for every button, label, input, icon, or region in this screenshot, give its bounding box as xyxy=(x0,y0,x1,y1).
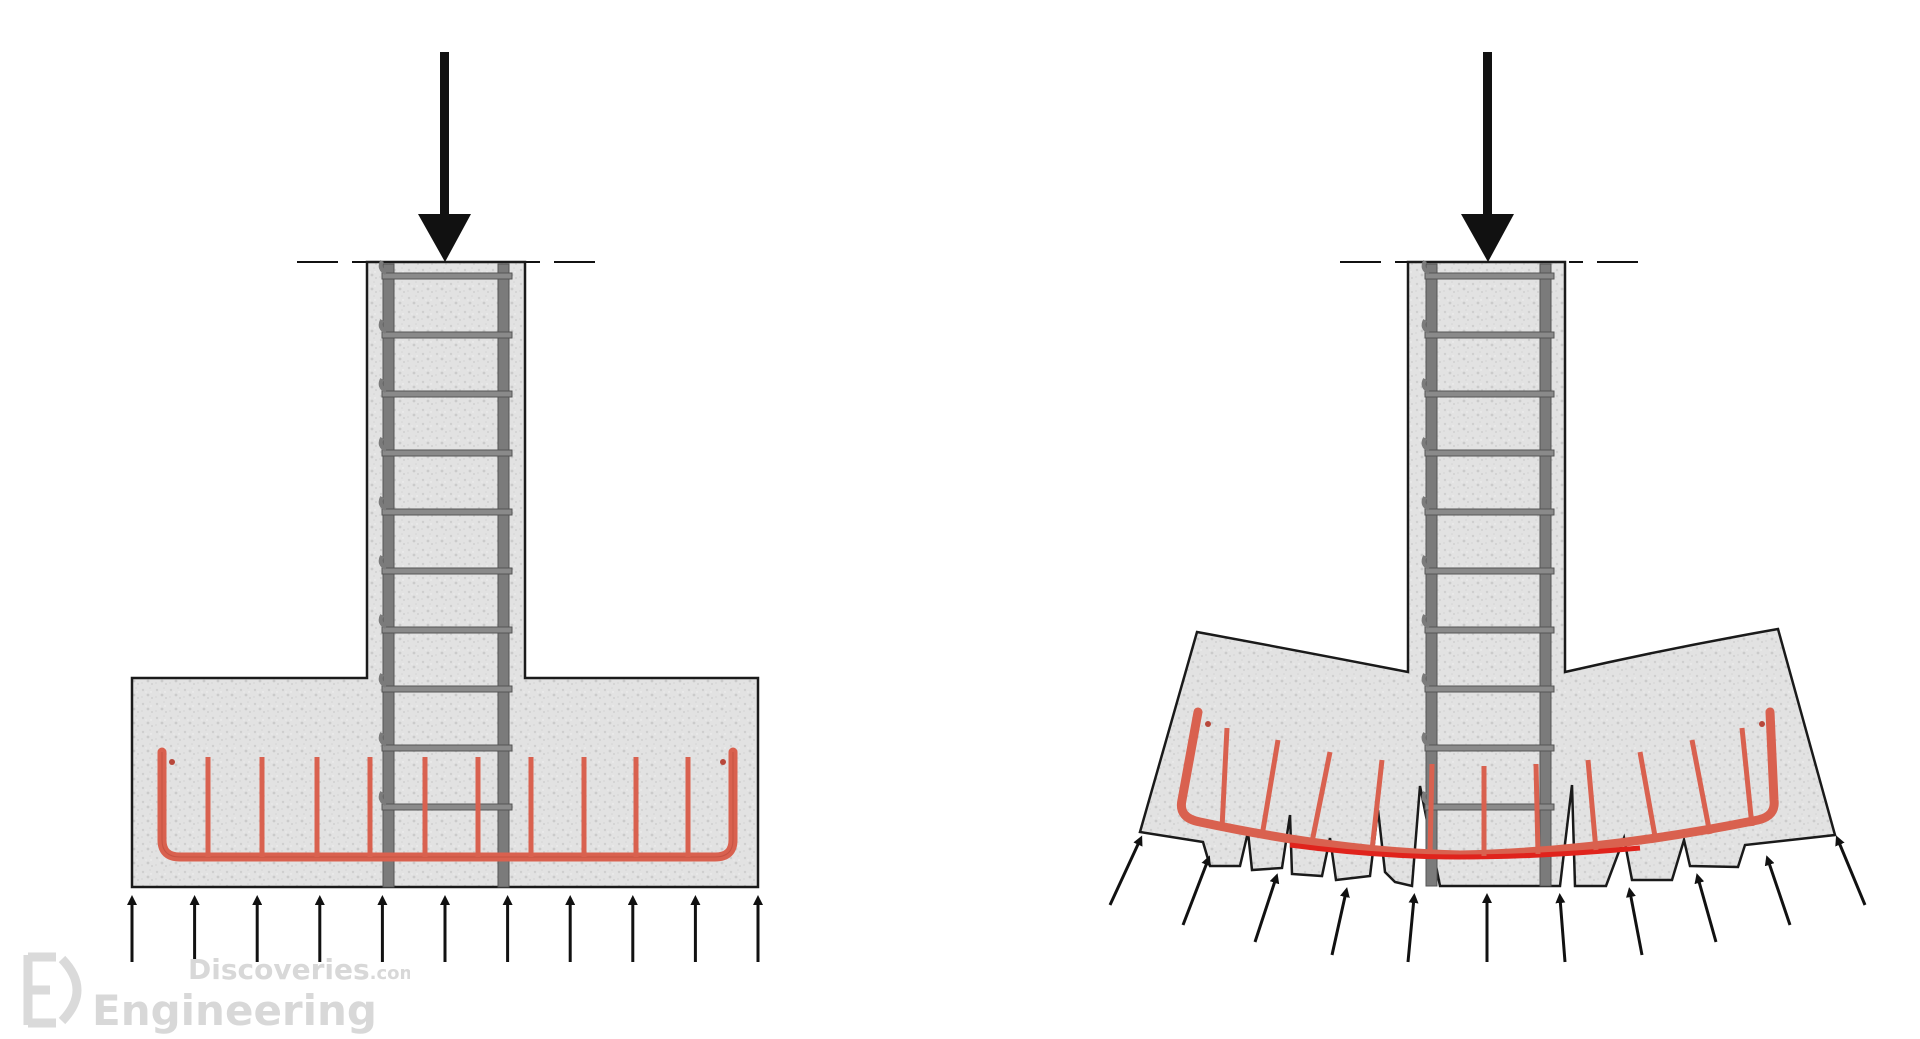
soil-arrow xyxy=(1181,855,1211,926)
distribution-bar xyxy=(1219,727,1230,829)
tie-hook xyxy=(1421,260,1430,275)
column-tie xyxy=(381,685,513,693)
column-tie xyxy=(1424,449,1555,457)
soil-pressure-arrows-inclined xyxy=(1108,835,1867,963)
soil-arrow xyxy=(1764,855,1792,926)
distribution-bar xyxy=(1739,727,1755,827)
distribution-bar xyxy=(1585,759,1599,851)
tie-hook xyxy=(1421,496,1430,511)
column-tie xyxy=(1424,744,1555,752)
column-load-arrow xyxy=(1461,52,1514,262)
tie-hook xyxy=(378,791,387,806)
main-rebar-tension-zone xyxy=(1289,842,1641,860)
column-tie xyxy=(1424,272,1555,280)
tie-hook xyxy=(378,673,387,688)
column-vertical-bars xyxy=(382,263,510,888)
distribution-bar xyxy=(1427,763,1435,855)
column-tie xyxy=(381,449,513,457)
column-tie xyxy=(381,803,513,811)
distribution-bars xyxy=(1219,727,1755,856)
column-tie xyxy=(1424,390,1555,398)
column-tie xyxy=(381,744,513,752)
distribution-bar xyxy=(1533,763,1541,855)
soil-pressure-arrows xyxy=(127,895,763,962)
column-tie xyxy=(381,331,513,339)
tie-hook xyxy=(378,437,387,452)
column-load-arrow xyxy=(418,52,471,262)
column-tie xyxy=(1424,508,1555,516)
tie-hook xyxy=(378,378,387,393)
soil-arrow xyxy=(1253,873,1280,943)
column-tie xyxy=(381,626,513,634)
tie-hook xyxy=(1421,732,1430,747)
watermark-brand-top: Discoveries.com xyxy=(188,953,410,986)
tie-hook xyxy=(1421,791,1430,806)
tie-hook xyxy=(378,732,387,747)
column-vertical-bars xyxy=(1425,263,1552,887)
watermark-brand-bottom: Engineering xyxy=(92,986,377,1035)
distribution-bars xyxy=(205,757,691,857)
column-tie xyxy=(381,390,513,398)
tie-hook xyxy=(1421,378,1430,393)
soil-arrow xyxy=(1694,873,1718,943)
distribution-bar xyxy=(1689,739,1713,835)
column-ties xyxy=(1421,260,1555,811)
distribution-bar xyxy=(1637,751,1659,843)
ed-logo-icon xyxy=(23,952,82,1028)
tie-hook xyxy=(1421,614,1430,629)
column-tie xyxy=(381,272,513,280)
soil-arrow xyxy=(1330,887,1350,956)
column-tie xyxy=(381,567,513,575)
tie-hook xyxy=(378,496,387,511)
tie-hook xyxy=(1421,673,1430,688)
column-tie xyxy=(1424,803,1555,811)
soil-arrow xyxy=(1835,835,1867,906)
soil-arrow xyxy=(1626,887,1644,956)
footing-deformed-cracked xyxy=(1108,52,1867,963)
tie-hook xyxy=(378,614,387,629)
soil-arrow xyxy=(1406,893,1419,963)
distribution-bar xyxy=(1369,759,1385,851)
tie-hook xyxy=(1421,437,1430,452)
soil-arrow xyxy=(1555,893,1567,963)
soil-arrow xyxy=(1108,835,1143,906)
tie-hook xyxy=(378,260,387,275)
column-ties xyxy=(378,260,513,811)
column-tie xyxy=(1424,685,1555,693)
column-tie xyxy=(1424,331,1555,339)
watermark-logo: Discoveries.com Engineering xyxy=(23,952,410,1035)
distribution-bar xyxy=(1259,739,1281,837)
tie-hook xyxy=(378,319,387,334)
tie-hook xyxy=(1421,319,1430,334)
tie-hook xyxy=(1421,555,1430,570)
column-tie xyxy=(1424,626,1555,634)
distribution-bar xyxy=(1309,751,1333,843)
footing-undeformed xyxy=(127,52,763,962)
column-tie xyxy=(381,508,513,516)
column-tie xyxy=(1424,567,1555,575)
tie-hook xyxy=(378,555,387,570)
